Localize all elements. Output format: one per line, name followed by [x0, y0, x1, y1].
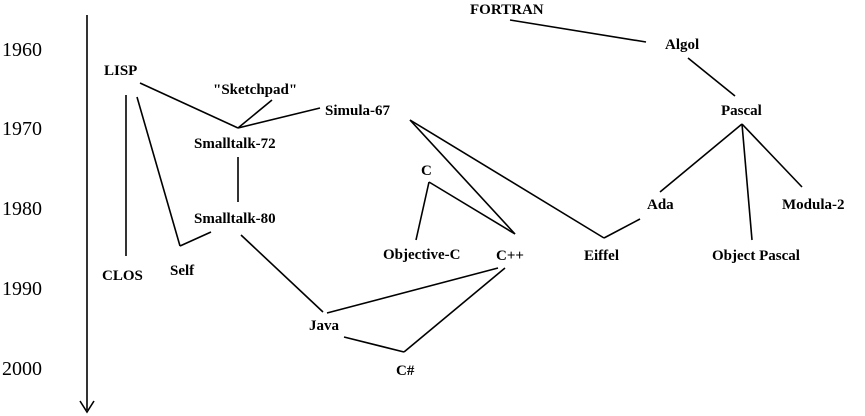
edges	[125, 19, 803, 353]
edge-pascal-to-ada	[659, 123, 743, 193]
node-self: Self	[170, 263, 195, 279]
edge-pascal-to-object-pascal	[741, 123, 753, 241]
edge-simula67-to-smalltalk72	[237, 107, 321, 129]
edge-smalltalk80-to-java	[240, 234, 324, 313]
node-sketchpad: "Sketchpad"	[213, 82, 297, 98]
edge-c-to-cpp	[428, 181, 516, 235]
node-lisp: LISP	[104, 63, 137, 79]
node-smalltalk-80: Smalltalk-80	[194, 211, 276, 227]
node-eiffel: Eiffel	[584, 248, 619, 264]
edge-fortran-to-algol	[509, 19, 647, 43]
edge-lisp-to-self	[136, 96, 181, 247]
node-modula-2: Modula-2	[782, 197, 845, 213]
edge-pascal-to-modula2	[741, 123, 803, 188]
timeline-axis	[79, 15, 95, 414]
node-clos: CLOS	[102, 268, 143, 284]
year-label-1990: 1990	[2, 278, 42, 300]
node-object-pascal: Object Pascal	[712, 248, 800, 264]
edge-cpp-to-java	[326, 267, 499, 314]
node-objective-c: Objective-C	[383, 247, 460, 263]
year-labels: 1960 1970 1980 1990 2000	[2, 39, 42, 380]
edge-lisp-to-simula67	[139, 82, 239, 129]
node-cpp: C++	[496, 248, 524, 264]
timeline-arrowhead	[79, 400, 95, 414]
edge-simula67-to-cpp	[409, 119, 516, 235]
node-csharp: C#	[396, 363, 415, 379]
node-algol: Algol	[665, 37, 699, 53]
year-label-1970: 1970	[2, 118, 42, 140]
year-label-1960: 1960	[2, 39, 42, 61]
language-nodes: FORTRAN Algol LISP "Sketchpad" Simula-67…	[102, 2, 845, 379]
edge-ada-to-eiffel	[603, 218, 641, 239]
node-simula-67: Simula-67	[325, 103, 391, 119]
node-ada: Ada	[647, 197, 674, 213]
edge-algol-to-pascal	[687, 57, 736, 97]
node-java: Java	[309, 318, 340, 334]
edge-simula67-to-eiffel	[409, 119, 605, 239]
node-fortran: FORTRAN	[470, 2, 544, 18]
node-pascal: Pascal	[721, 103, 762, 119]
edge-java-to-csharp	[343, 336, 405, 353]
node-smalltalk-72: Smalltalk-72	[194, 136, 276, 152]
edge-c-to-objective-c	[415, 181, 430, 241]
year-label-1980: 1980	[2, 198, 42, 220]
edge-sketchpad-to-smalltalk72	[237, 99, 273, 129]
edge-cpp-to-csharp	[403, 267, 506, 353]
edge-smalltalk80-to-self	[179, 231, 212, 247]
node-c: C	[421, 163, 432, 179]
year-label-2000: 2000	[2, 358, 42, 380]
